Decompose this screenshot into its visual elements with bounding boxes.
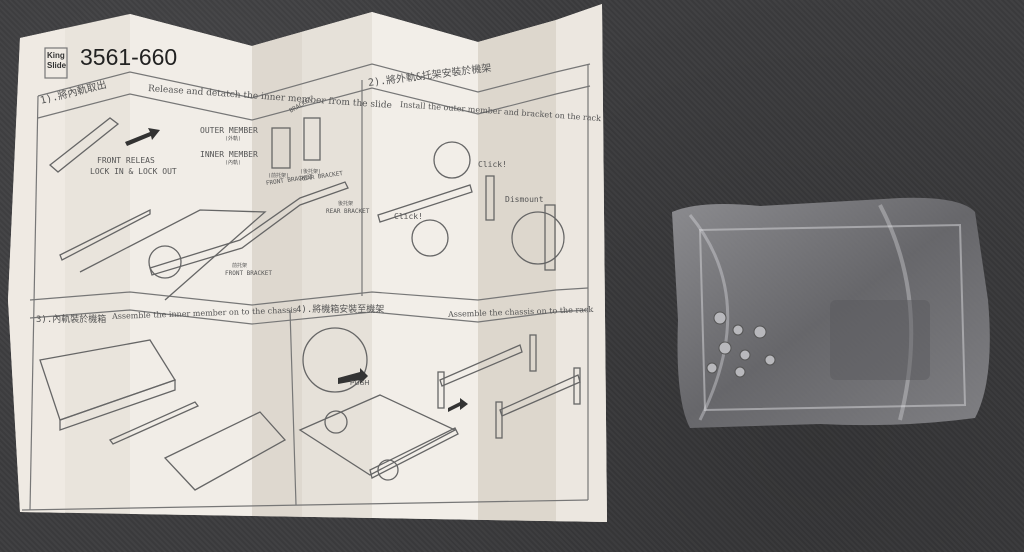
- front-release-label: FRONT RELEAS: [97, 156, 155, 165]
- push-label: PUSH: [350, 380, 370, 387]
- front-bracket-cn-label: (前托架): [268, 173, 290, 179]
- lock-label: LOCK IN & LOCK OUT: [90, 167, 177, 176]
- rear-bracket-cn-label: (後托架): [300, 169, 322, 175]
- screws: [706, 311, 776, 378]
- inner-member-label: INNER MEMBER: [200, 150, 258, 159]
- front-bracket-label-2: FRONT BRACKET: [225, 270, 272, 277]
- click-label-1: Click!: [478, 160, 507, 169]
- model-number: 3561-660: [80, 44, 178, 70]
- click-label-2: Click!: [394, 212, 423, 221]
- rear-bracket-cn-label-2: 後托架: [338, 201, 354, 207]
- outer-member-label: OUTER MEMBER: [200, 126, 258, 135]
- front-bracket-cn-label-2: 前托架: [232, 263, 248, 269]
- step3-title: 3).內軌裝於機箱: [36, 315, 107, 325]
- kingslide-logo: King Slide: [47, 51, 67, 70]
- rear-bracket-label-2: REAR BRACKET: [326, 208, 370, 215]
- inner-member-cn-label: (內軌): [225, 160, 242, 166]
- step4-title: 4).將機箱安裝至機架: [296, 305, 385, 315]
- dismount-label: Dismount: [505, 195, 544, 204]
- outer-member-cn-label: (外軌): [225, 136, 242, 142]
